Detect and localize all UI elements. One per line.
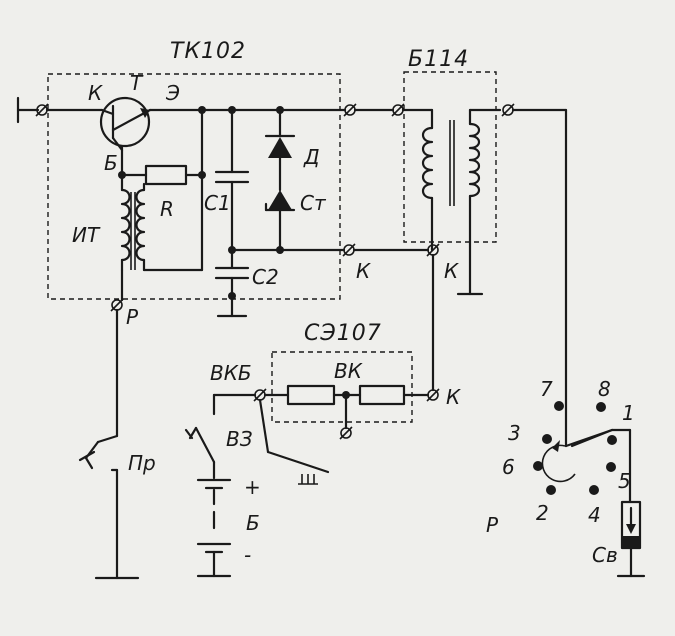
transistor: [99, 96, 152, 177]
label-e-transistor: Э: [165, 81, 180, 105]
label-vz: ВЗ: [226, 427, 253, 451]
dist-number-5: 5: [618, 469, 631, 493]
dist-number-4: 4: [588, 503, 601, 527]
label-plus: +: [244, 475, 261, 499]
label-st: Ст: [300, 191, 327, 215]
se107-title: СЭ107: [304, 321, 382, 346]
label-k-3: К: [446, 385, 461, 409]
tk102-title: ТК102: [170, 39, 246, 64]
label-vk-inner: ВК: [334, 359, 363, 383]
label-d: Д: [303, 145, 320, 169]
label-r: R: [160, 197, 174, 221]
resistor-vk-1: [286, 384, 336, 406]
label-c1: С1: [204, 191, 231, 215]
label-c2: С2: [252, 265, 279, 289]
capacitor-c2: [214, 266, 250, 280]
ignition-coil-b114: [421, 108, 502, 296]
zener-st: [264, 190, 296, 212]
resistor-r: [144, 164, 188, 186]
label-pr: Пр: [128, 451, 156, 475]
tk102-block-outline: [47, 73, 341, 300]
label-b-transistor: Б: [104, 151, 118, 175]
label-k-transistor: К: [88, 81, 103, 105]
dist-number-2: 2: [536, 501, 549, 525]
starter-contact: [258, 398, 330, 485]
label-t-transistor: Т: [130, 71, 144, 95]
label-p-distributor: Р: [486, 513, 499, 537]
label-minus: -: [244, 543, 251, 567]
label-p-terminal: Р: [126, 305, 139, 329]
b114-block-outline: [403, 71, 497, 243]
dist-number-8: 8: [598, 377, 611, 401]
label-it: ИТ: [72, 223, 101, 247]
fuse-pr: [78, 434, 119, 580]
dist-number-6: 6: [502, 455, 515, 479]
battery-b: [196, 478, 232, 578]
dist-number-3: 3: [508, 421, 521, 445]
spark-plug-sv: [616, 500, 646, 578]
ground-left-terminal: [16, 96, 49, 124]
label-k-2: К: [444, 259, 459, 283]
se107-block-outline: [271, 351, 413, 423]
label-battery: Б: [246, 511, 260, 535]
terminal-se-bottom: [339, 426, 353, 440]
dist-number-7: 7: [540, 377, 553, 401]
resistor-vk-2: [358, 384, 406, 406]
label-k-1: К: [356, 259, 371, 283]
pulse-transformer-it: [120, 173, 204, 272]
capacitor-c1: [214, 170, 250, 184]
ignition-switch-vz[interactable]: [184, 426, 216, 480]
distributor-p: [533, 401, 617, 495]
dist-number-1: 1: [622, 401, 635, 425]
label-sv: Св: [592, 543, 618, 567]
diode-d: [264, 134, 296, 158]
b114-title: Б114: [408, 47, 469, 72]
label-vkb: ВКБ: [210, 361, 252, 385]
